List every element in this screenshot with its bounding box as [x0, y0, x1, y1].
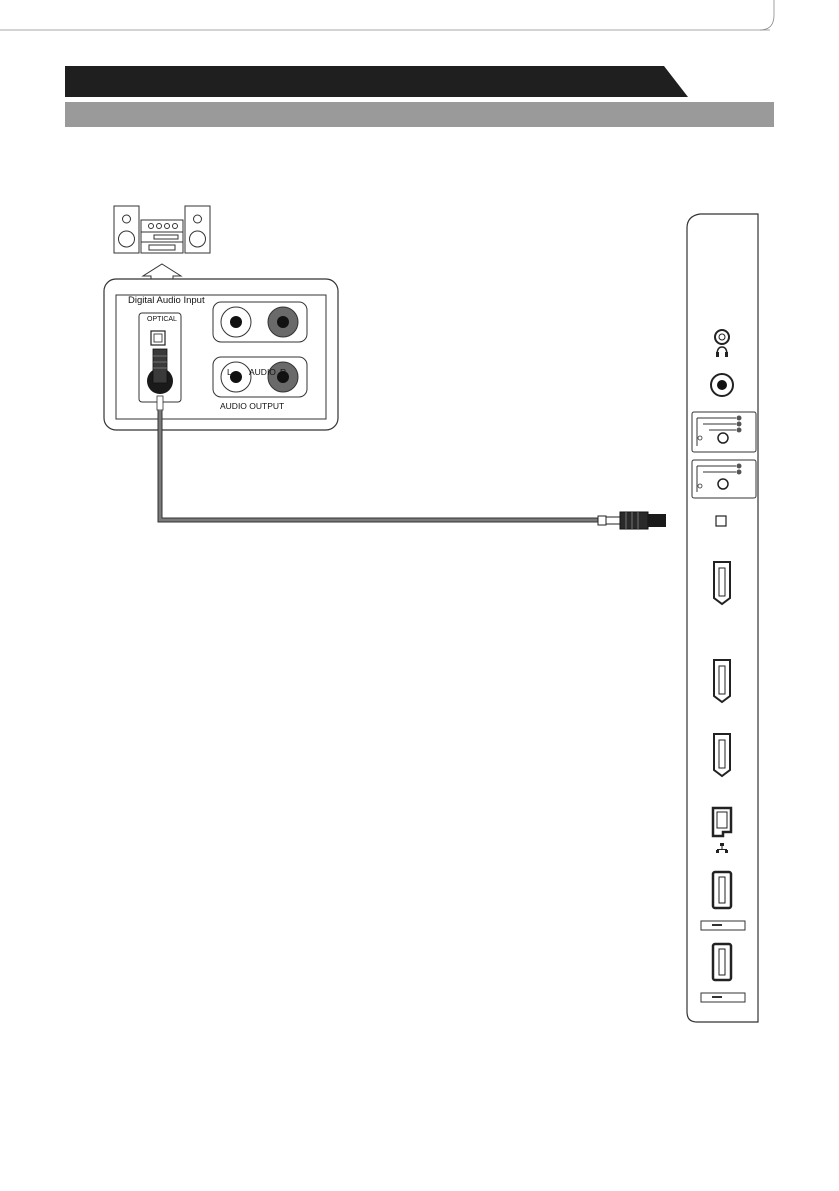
usb-2-label-box	[701, 993, 745, 1002]
header-gray-bar	[65, 102, 774, 127]
component-in-2-port	[692, 460, 756, 498]
top-rule-curve	[760, 0, 774, 30]
digital-audio-input-label: Digital Audio Input	[128, 296, 205, 306]
hdmi-2-port	[714, 660, 730, 702]
right-channel-label: R	[280, 368, 286, 377]
optical-plug-connector	[153, 349, 167, 383]
component-in-1-port	[692, 412, 756, 452]
usb-1-port	[713, 872, 731, 908]
left-channel-label: L	[227, 368, 232, 377]
lan-port	[713, 808, 731, 836]
tv-optical-out-port	[716, 516, 726, 526]
audio-label: AUDIO	[249, 368, 276, 377]
optical-label: OPTICAL	[147, 316, 177, 323]
hdmi-3-port	[714, 734, 730, 776]
usb-2-symbol-icon	[712, 996, 722, 998]
hdmi-1-port	[714, 562, 730, 604]
header-dark-bar	[65, 66, 688, 97]
stereo-system-icon	[114, 206, 210, 253]
audio-output-label: AUDIO OUTPUT	[220, 402, 284, 411]
usb-2-port	[713, 944, 731, 980]
usb-1-symbol-icon	[712, 924, 722, 926]
usb-1-label-box	[701, 921, 745, 930]
optical-cable-plug-icon	[598, 512, 666, 529]
optical-plug-strain-relief	[157, 396, 163, 410]
